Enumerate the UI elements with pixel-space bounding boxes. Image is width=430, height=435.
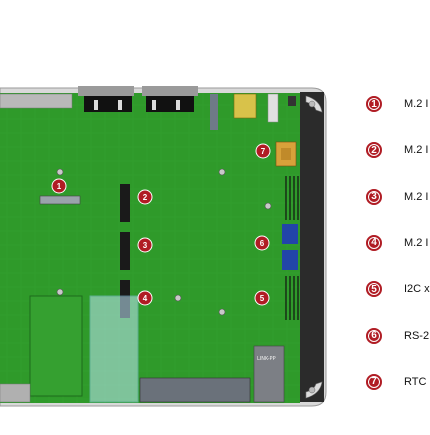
top-chip [288,96,296,106]
callout-badge-1: 1 [51,178,67,194]
legend-number-badge: 5 [366,281,382,298]
m2-slot-3 [120,232,130,270]
callout-badge-7: 7 [255,143,271,159]
legend-label: RTC [404,375,427,388]
legend-label: I2C x [404,283,430,296]
latch-screw-top [308,100,316,108]
callout-badge-6: 6 [254,235,270,251]
callout-badge-circle [137,237,153,253]
callout-badge-number: 7 [261,147,266,156]
antenna-connector [210,94,218,130]
callout-badge-number: 4 [143,294,148,303]
callout-badge-2: 2 [137,189,153,205]
callout-badge-number: 3 [143,241,148,250]
callout-badge-number: 1 [57,182,62,191]
legend-label: M.2 I [404,190,429,203]
callout-badge-circle [255,143,271,159]
m2-slot-1 [39,195,81,205]
callout-badge-number: 2 [143,193,148,202]
legend-number-badge: 4 [366,234,382,251]
header-block-upper [285,176,299,220]
header-block-lower [285,276,299,320]
callout-badge-5: 5 [254,290,270,306]
highlight-module-overlay [89,295,139,403]
lan-module: LINK-PP [253,345,285,403]
board-silkscreen: LINK-PP [257,356,276,362]
legend-item: 4 M.2 I [366,233,428,253]
legend-label: M.2 I [404,98,429,110]
legend-number-badge: 6 [366,327,382,344]
callout-badge-circle [137,290,153,306]
legend-number-badge: 2 [366,142,382,159]
legend-item: 5 I2C x [366,279,430,299]
bottom-connector [139,377,251,403]
callout-badge-3: 3 [137,237,153,253]
callout-badge-number: 5 [260,294,265,303]
legend-label: M.2 I [404,144,429,157]
legend-label: M.2 I [404,236,429,249]
serial-port-left [78,86,134,112]
callout-badges: 1 2 3 4 5 6 7 [51,143,271,306]
mounting-holes [56,168,272,316]
serial-port-right [142,86,198,112]
callout-badge-circle [51,178,67,194]
legend-item: 6 RS-2 [366,326,429,346]
ethernet-block [29,295,83,397]
callout-badge-4: 4 [137,290,153,306]
usb-blue-ports [282,224,298,270]
legend-item: 2 M.2 I [366,140,428,160]
callout-badge-circle [137,189,153,205]
chassis-side-rail [300,92,324,402]
legend-label: RS-2 [404,329,430,342]
legend-item: 1 M.2 I [366,94,428,114]
latch-screw-bottom [308,386,316,394]
legend-number-badge: 1 [366,96,382,112]
callout-badge-circle [254,290,270,306]
callout-badge-number: 6 [260,239,265,248]
rtc-battery-holder [275,141,297,167]
bottom-left-port [0,383,31,403]
legend-number-badge: 7 [366,373,382,390]
top-ic [233,93,257,119]
legend-item: 7 RTC [366,372,426,392]
top-fuse [267,93,279,123]
m2-slot-2 [120,184,130,222]
callout-badge-circle [254,235,270,251]
legend-number-badge: 3 [366,188,382,205]
top-pin-header [0,93,73,109]
legend-item: 3 M.2 I [366,187,428,207]
